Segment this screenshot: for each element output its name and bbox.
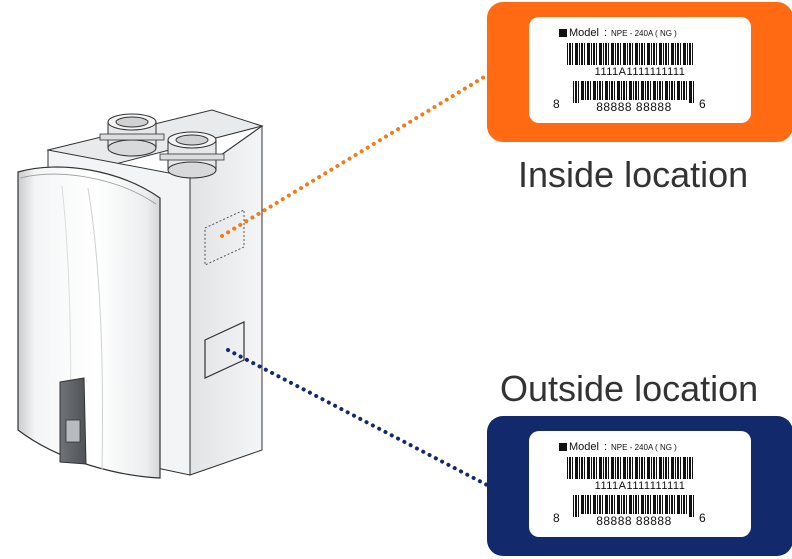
upc-middle-digits: 88888 88888 (579, 514, 689, 528)
upc-last-digit: 6 (699, 97, 706, 111)
square-bullet-icon (559, 29, 567, 37)
front-cover (17, 166, 161, 479)
upc-barcode (573, 495, 695, 517)
model-value: NPE - 240A ( NG ) (611, 442, 677, 452)
model-row: Model : NPE - 240A ( NG ) (559, 441, 677, 453)
inside-label-card: Model : NPE - 240A ( NG ) 1111A111111111… (487, 2, 792, 142)
inside-location-title: Inside location (518, 154, 749, 195)
outside-label-card: Model : NPE - 240A ( NG ) 1111A111111111… (487, 416, 792, 556)
upc-last-digit: 6 (699, 511, 706, 525)
serial-barcode (567, 457, 695, 479)
vent-pipe-left (99, 113, 165, 157)
model-value: NPE - 240A ( NG ) (611, 28, 677, 38)
square-bullet-icon (559, 443, 567, 451)
rating-label-sticker: Model : NPE - 240A ( NG ) 1111A111111111… (529, 17, 751, 123)
upc-barcode (573, 81, 695, 103)
outside-label-area (204, 321, 245, 379)
upc-first-digit: 8 (553, 97, 560, 111)
rating-label-sticker: Model : NPE - 240A ( NG ) 1111A111111111… (529, 431, 751, 537)
upc-middle-digits: 88888 88888 (579, 100, 689, 114)
control-panel (59, 377, 87, 465)
outside-connector (226, 348, 491, 488)
inside-connector (220, 72, 491, 238)
upc-first-digit: 8 (553, 511, 560, 525)
model-separator: : (603, 27, 608, 39)
serial-number: 1111A1111111111 (594, 66, 686, 78)
serial-barcode (567, 43, 695, 65)
model-row: Model : NPE - 240A ( NG ) (559, 27, 677, 39)
outside-location-title: Outside location (500, 368, 759, 409)
vent-pipe-right (159, 131, 225, 179)
serial-number: 1111A1111111111 (594, 480, 686, 492)
model-text: Model (569, 441, 599, 453)
inside-label-area (204, 209, 245, 266)
model-text: Model (569, 27, 599, 39)
model-separator: : (603, 441, 608, 453)
